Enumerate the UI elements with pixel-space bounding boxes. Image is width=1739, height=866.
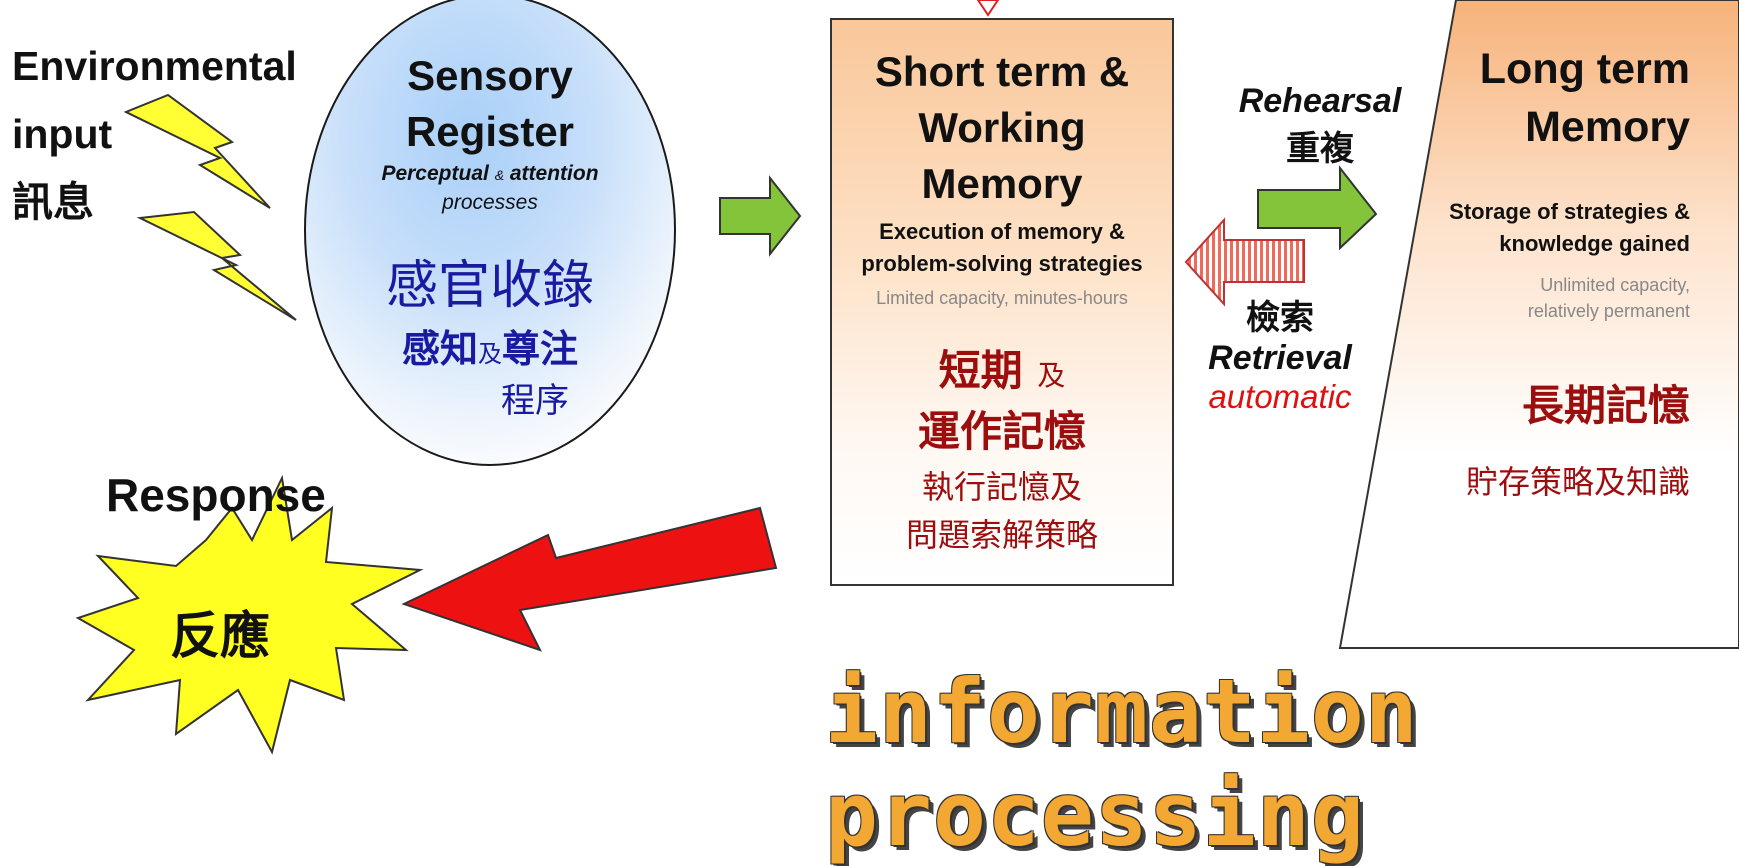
sensory-zh-sub-c: 程序	[501, 381, 569, 421]
response-zh: 反應	[170, 607, 270, 665]
response-burst-icon	[75, 474, 424, 755]
retrieval-arrow	[1184, 217, 1305, 307]
retrieval-zh: 檢索	[1246, 298, 1314, 338]
ltm-subtitle-1: Storage of strategies &	[1449, 199, 1690, 224]
rehearsal-label: Rehearsal 重複	[1220, 82, 1420, 170]
sensory-sub-amp: &	[494, 167, 505, 183]
sensory-zh-sub-a: 感知	[401, 327, 478, 371]
sensory-zh-title: 感官收錄	[385, 256, 594, 316]
sensory-subtitle-2: processes	[442, 191, 538, 214]
stm-title-3: Memory	[921, 160, 1083, 207]
sensory-title-2: Register	[405, 108, 575, 155]
ltm-title-2: Memory	[1525, 103, 1690, 151]
long-term-memory-shape	[1338, 0, 1739, 649]
environmental-input-zh: 訊息	[12, 179, 94, 225]
stm-subtitle-2: problem-solving strategies	[861, 251, 1143, 276]
ltm-note-2: relatively permanent	[1527, 301, 1690, 321]
rehearsal-arrow	[1257, 165, 1378, 251]
sensory-sub-perceptual: Perceptual	[381, 162, 489, 185]
sensory-register: Sensory Register Perceptual & attention …	[340, 48, 640, 422]
rehearsal-zh: 重複	[1286, 129, 1354, 169]
stm-title-1: Short term &	[874, 48, 1130, 95]
diagram-graphics	[75, 0, 1739, 755]
stm-zh-title-1: 短期 及	[832, 337, 1172, 398]
ltm-note-1: Unlimited capacity,	[1540, 275, 1690, 295]
stm-subtitle-1: Execution of memory &	[879, 219, 1125, 244]
environmental-input-line1: Environmental	[12, 43, 297, 89]
sensory-zh-sub-amp: 及	[478, 340, 502, 368]
retrieval-en: Retrieval	[1208, 339, 1352, 377]
environmental-input-line2: input	[12, 111, 113, 157]
sensory-subtitle-1: Perceptual & attention	[340, 160, 640, 189]
response-label: Response	[106, 469, 326, 521]
short-term-memory-box: Short term & Working Memory Execution of…	[830, 18, 1174, 586]
ltm-zh-title: 長期記憶	[1521, 381, 1690, 430]
ltm-title-1: Long term	[1479, 45, 1690, 93]
ltm-zh-sub: 貯存策略及知識	[1465, 463, 1690, 501]
sensory-zh-subtitle: 感知及尊注	[340, 318, 640, 373]
lightning-bolt-icon	[136, 210, 297, 321]
long-term-memory: Long term Memory Storage of strategies &…	[1390, 40, 1690, 503]
retrieval-automatic: automatic	[1208, 378, 1352, 415]
stm-zh-title-2: 運作記憶	[917, 407, 1086, 456]
lightning-bolt-icon	[123, 93, 271, 209]
stm-title-2: Working	[918, 104, 1086, 151]
ltm-subtitle-2: knowledge gained	[1499, 231, 1690, 256]
response-arrow	[401, 506, 778, 652]
arrow-sensory-to-stm	[719, 175, 802, 257]
retrieval-label: 檢索 Retrieval automatic	[1190, 290, 1370, 416]
sensory-title-1: Sensory	[407, 52, 573, 99]
rehearsal-en: Rehearsal	[1238, 82, 1402, 120]
environmental-input-label: Environmental input 訊息	[12, 32, 297, 236]
stm-capacity-note: Limited capacity, minutes-hours	[876, 288, 1128, 308]
sensory-register-oval	[304, 0, 676, 466]
stm-zh-title-amp: 及	[1037, 359, 1066, 392]
stm-zh-title-a: 短期	[938, 346, 1023, 395]
stm-zh-sub-2: 問題索解策略	[905, 516, 1098, 554]
sensory-sub-attention: attention	[509, 162, 599, 185]
marker-icon	[976, 0, 1000, 17]
sensory-zh-sub-b: 尊注	[502, 327, 579, 371]
page-title: information processing	[825, 660, 1419, 866]
stm-zh-sub-1: 執行記憶及	[921, 468, 1082, 506]
